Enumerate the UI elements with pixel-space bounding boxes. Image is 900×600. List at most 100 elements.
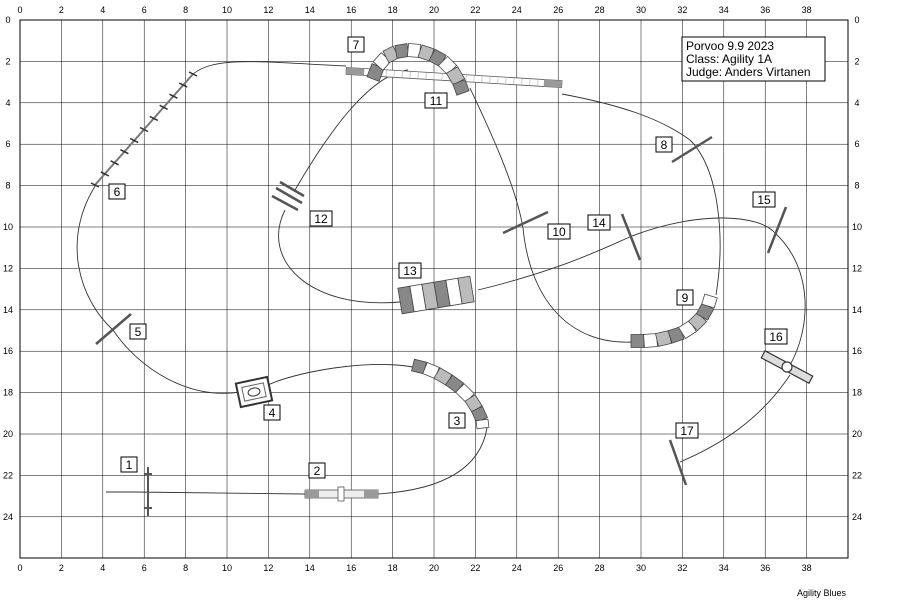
x-tick-label: 36 xyxy=(760,563,770,573)
x-tick-label: 0 xyxy=(17,563,22,573)
svg-text:11: 11 xyxy=(430,94,443,108)
svg-text:6: 6 xyxy=(114,185,121,199)
y-tick-label: 20 xyxy=(3,429,13,439)
y-tick-label: 8 xyxy=(854,181,859,191)
weave-pole xyxy=(110,160,119,166)
x-tick-label: 32 xyxy=(677,5,687,15)
x-tick-label: 30 xyxy=(636,5,646,15)
tunnel-segment xyxy=(475,418,490,430)
judge-label: Judge: Anders Virtanen xyxy=(686,65,811,79)
svg-text:4: 4 xyxy=(269,406,276,420)
x-tick-label: 4 xyxy=(100,563,105,573)
svg-text:8: 8 xyxy=(661,138,668,152)
info-box: Porvoo 9.9 2023 Class: Agility 1A Judge:… xyxy=(681,36,826,82)
y-tick-label: 8 xyxy=(5,181,10,191)
y-tick-label: 24 xyxy=(852,512,862,522)
tunnel-segment xyxy=(643,333,658,348)
weave-pole xyxy=(129,137,139,144)
x-tick-label: 6 xyxy=(142,563,147,573)
x-tick-label: 22 xyxy=(470,5,480,15)
number-box-10: 10 xyxy=(547,223,571,240)
obstacle-13-tunnel xyxy=(397,275,475,315)
y-tick-label: 0 xyxy=(854,15,859,25)
number-box-4: 4 xyxy=(263,404,281,421)
y-tick-label: 6 xyxy=(854,139,859,149)
weave-pole xyxy=(120,149,129,155)
weave-pole xyxy=(178,82,188,88)
path-7-8 xyxy=(561,93,691,141)
x-tick-label: 6 xyxy=(142,5,147,15)
x-tick-label: 24 xyxy=(512,5,522,15)
path-12-13 xyxy=(278,209,401,304)
number-box-5: 5 xyxy=(129,323,147,340)
obstacle-10-jump xyxy=(502,210,549,235)
svg-text:5: 5 xyxy=(135,325,142,339)
x-tick-label: 10 xyxy=(222,5,232,15)
event-title: Porvoo 9.9 2023 xyxy=(686,39,774,53)
tunnel-segment xyxy=(372,52,392,71)
x-tick-label: 0 xyxy=(17,5,22,15)
y-tick-label: 16 xyxy=(852,346,862,356)
path-16-17 xyxy=(679,374,791,463)
x-tick-label: 20 xyxy=(429,5,439,15)
y-tick-label: 2 xyxy=(854,56,859,66)
y-tick-label: 10 xyxy=(3,222,13,232)
weave-pole xyxy=(90,182,100,188)
x-tick-label: 8 xyxy=(183,5,188,15)
number-box-13: 13 xyxy=(398,262,422,279)
svg-text:2: 2 xyxy=(314,464,321,478)
tunnel-segment xyxy=(417,44,435,62)
svg-text:10: 10 xyxy=(552,225,566,239)
y-tick-label: 4 xyxy=(5,98,10,108)
y-tick-label: 24 xyxy=(3,512,13,522)
tunnel-segment xyxy=(455,383,475,403)
x-tick-label: 14 xyxy=(305,563,315,573)
svg-text:15: 15 xyxy=(757,193,771,207)
x-tick-label: 38 xyxy=(802,5,812,15)
axis-labels: 0022446688101012121414161618182020222224… xyxy=(3,5,862,573)
number-box-11: 11 xyxy=(424,92,448,109)
x-tick-label: 2 xyxy=(59,5,64,15)
obstacle-5-jump xyxy=(95,313,132,345)
path-2-3 xyxy=(377,427,488,495)
weave-pole xyxy=(100,171,110,177)
y-tick-label: 20 xyxy=(852,429,862,439)
svg-text:12: 12 xyxy=(314,212,328,226)
svg-text:9: 9 xyxy=(682,291,689,305)
tunnel-segment xyxy=(471,405,488,424)
x-tick-label: 18 xyxy=(388,5,398,15)
y-tick-label: 6 xyxy=(5,139,10,149)
x-tick-label: 32 xyxy=(677,563,687,573)
tunnel-segment xyxy=(445,66,466,86)
path-10-11 xyxy=(469,87,524,229)
x-tick-label: 34 xyxy=(719,5,729,15)
x-tick-label: 2 xyxy=(59,563,64,573)
obstacle-1-jump xyxy=(144,467,152,516)
path-4-5 xyxy=(112,329,241,394)
x-tick-label: 14 xyxy=(305,5,315,15)
tunnel-segment xyxy=(394,43,410,59)
number-box-15: 15 xyxy=(752,191,776,208)
tunnel-segment xyxy=(411,358,427,375)
y-tick-label: 12 xyxy=(852,263,862,273)
tunnel-segment xyxy=(433,367,453,386)
x-tick-label: 12 xyxy=(263,5,273,15)
x-tick-label: 26 xyxy=(553,5,563,15)
number-box-9: 9 xyxy=(676,289,694,306)
x-tick-label: 20 xyxy=(429,563,439,573)
x-tick-label: 38 xyxy=(802,563,812,573)
x-tick-label: 30 xyxy=(636,563,646,573)
y-tick-label: 18 xyxy=(852,388,862,398)
y-tick-label: 4 xyxy=(854,98,859,108)
x-tick-label: 16 xyxy=(346,563,356,573)
obstacle-16-tire xyxy=(760,349,814,385)
y-tick-label: 22 xyxy=(852,470,862,480)
obstacle-14-jump xyxy=(620,213,642,261)
obstacle-6-weave-poles xyxy=(90,71,198,188)
number-box-2: 2 xyxy=(308,462,326,479)
class-label: Class: Agility 1A xyxy=(686,52,772,66)
number-box-12: 12 xyxy=(309,210,333,227)
svg-text:3: 3 xyxy=(454,414,461,428)
svg-text:7: 7 xyxy=(353,38,360,52)
